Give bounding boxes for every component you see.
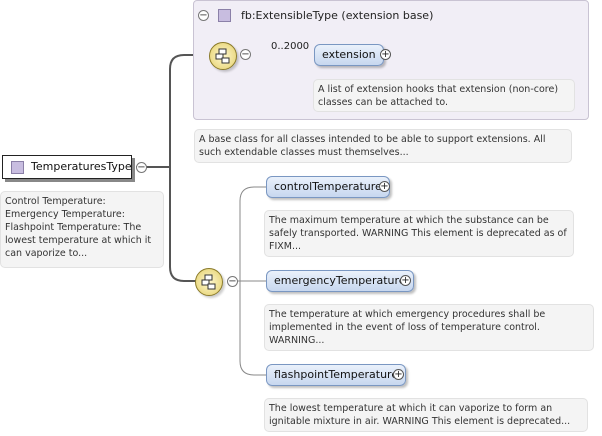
control-temperature-doc: The maximum temperature at which the sub…	[264, 210, 574, 257]
expand-icon[interactable]: +	[400, 275, 411, 286]
complex-type-icon	[218, 9, 231, 22]
collapse-icon[interactable]: −	[198, 10, 209, 21]
occurrence-label: 0..2000	[271, 41, 310, 52]
sequence-icon	[209, 42, 237, 70]
expand-icon[interactable]: +	[379, 181, 390, 192]
element-flashpoint-temperature[interactable]: flashpointTemperature	[266, 364, 407, 386]
flashpoint-temperature-doc: The lowest temperature at which it can v…	[264, 398, 588, 432]
expand-icon[interactable]: +	[393, 369, 404, 380]
extension-base-doc: A base class for all classes intended to…	[194, 129, 572, 163]
expand-icon[interactable]: +	[380, 49, 391, 60]
extension-doc: A list of extension hooks that extension…	[313, 79, 575, 112]
collapse-icon[interactable]: −	[227, 276, 238, 287]
element-control-temperature[interactable]: controlTemperature	[266, 176, 390, 198]
complex-type-icon	[11, 161, 24, 174]
sequence-icon	[195, 268, 223, 296]
collapse-icon[interactable]: −	[136, 162, 147, 173]
root-type-box[interactable]: TemperaturesType	[2, 155, 132, 179]
root-type-name: TemperaturesType	[31, 160, 132, 173]
root-doc: Control Temperature: Emergency Temperatu…	[0, 191, 164, 268]
element-extension[interactable]: extension	[314, 44, 384, 66]
element-emergency-temperature[interactable]: emergencyTemperature	[266, 270, 414, 292]
emergency-temperature-doc: The temperature at which emergency proce…	[264, 304, 594, 351]
extension-base-title: fb:ExtensibleType (extension base)	[241, 9, 434, 22]
collapse-icon[interactable]: −	[240, 49, 251, 60]
